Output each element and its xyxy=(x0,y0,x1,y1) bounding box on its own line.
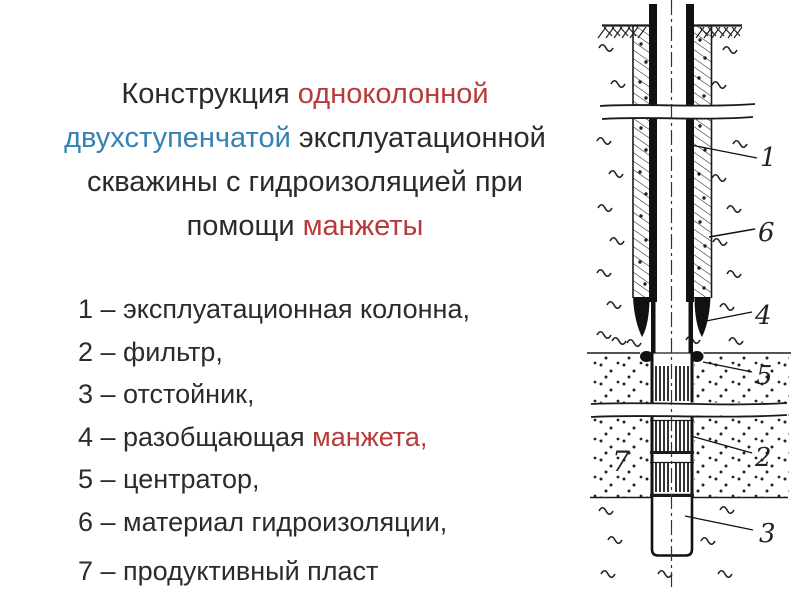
title-line-3: скважины с гидроизоляцией при xyxy=(25,160,585,204)
title-accent-red: манжеты xyxy=(302,210,424,242)
casing-pipe-lower xyxy=(651,300,693,353)
page-title: Конструкция одноколонной двухступенчатой… xyxy=(25,72,585,248)
legend-text: 1 – эксплуатационная колонна, xyxy=(78,294,470,324)
callout-5: 5 xyxy=(756,361,773,391)
ground-hatch xyxy=(597,26,743,39)
callout-4: 4 xyxy=(754,301,772,331)
legend-item-6: 6 – материал гидроизоляции, xyxy=(78,501,470,544)
title-text: Конструкция xyxy=(121,78,298,110)
title-line-4: помощи манжеты xyxy=(25,204,585,248)
upper-break xyxy=(596,103,757,120)
callout-3: 3 xyxy=(759,519,776,549)
legend-list: 1 – эксплуатационная колонна, 2 – фильтр… xyxy=(78,288,470,593)
title-accent-red: одноколонной xyxy=(297,78,489,110)
title-line-2: двухступенчатой эксплуатационной xyxy=(25,116,585,160)
callout-1: 1 xyxy=(760,143,777,173)
callout-6: 6 xyxy=(758,218,775,248)
waterproofing-annulus xyxy=(632,26,713,298)
well-diagram-figure: 1 6 4 5 2 3 7 xyxy=(587,0,791,588)
title-line-1: Конструкция одноколонной xyxy=(25,72,585,116)
legend-item-1: 1 – эксплуатационная колонна, xyxy=(78,288,470,331)
legend-item-2: 2 – фильтр, xyxy=(78,331,470,374)
ground-surface xyxy=(597,24,743,39)
legend-text: 2 – фильтр, xyxy=(78,336,223,367)
filter-slots xyxy=(655,366,689,492)
legend-text: 3 – отстойник, xyxy=(78,379,255,409)
title-accent-blue: двухступенчатой xyxy=(64,122,291,154)
callout-leaders xyxy=(684,144,758,531)
legend-text: 6 – материал гидроизоляции, xyxy=(78,506,448,537)
layer-label-7: 7 xyxy=(612,445,630,478)
productive-layer xyxy=(587,352,791,499)
annulus-gravel-dots xyxy=(638,38,707,290)
legend-accent: манжета, xyxy=(312,421,428,452)
legend-item-5: 5 – центратор, xyxy=(78,458,470,501)
legend-item-4: 4 – разобщающая манжета, xyxy=(78,416,470,459)
title-text: скважины с гидроизоляцией при xyxy=(87,166,523,198)
legend-text: 4 – разобщающая xyxy=(78,421,313,452)
title-text: помощи xyxy=(186,210,303,242)
separating-cuff xyxy=(633,297,711,337)
title-text: эксплуатационной xyxy=(290,122,546,154)
legend-item-7: 7 – продуктивный пласт xyxy=(78,550,470,593)
legend-text: 5 – центратор, xyxy=(78,464,260,494)
legend-text: 7 – продуктивный пласт xyxy=(78,556,379,586)
centralizer xyxy=(640,351,704,362)
legend-item-3: 3 – отстойник, xyxy=(78,373,470,416)
callout-2: 2 xyxy=(754,443,772,473)
casing-pipe xyxy=(649,4,694,302)
lower-break xyxy=(590,402,788,418)
